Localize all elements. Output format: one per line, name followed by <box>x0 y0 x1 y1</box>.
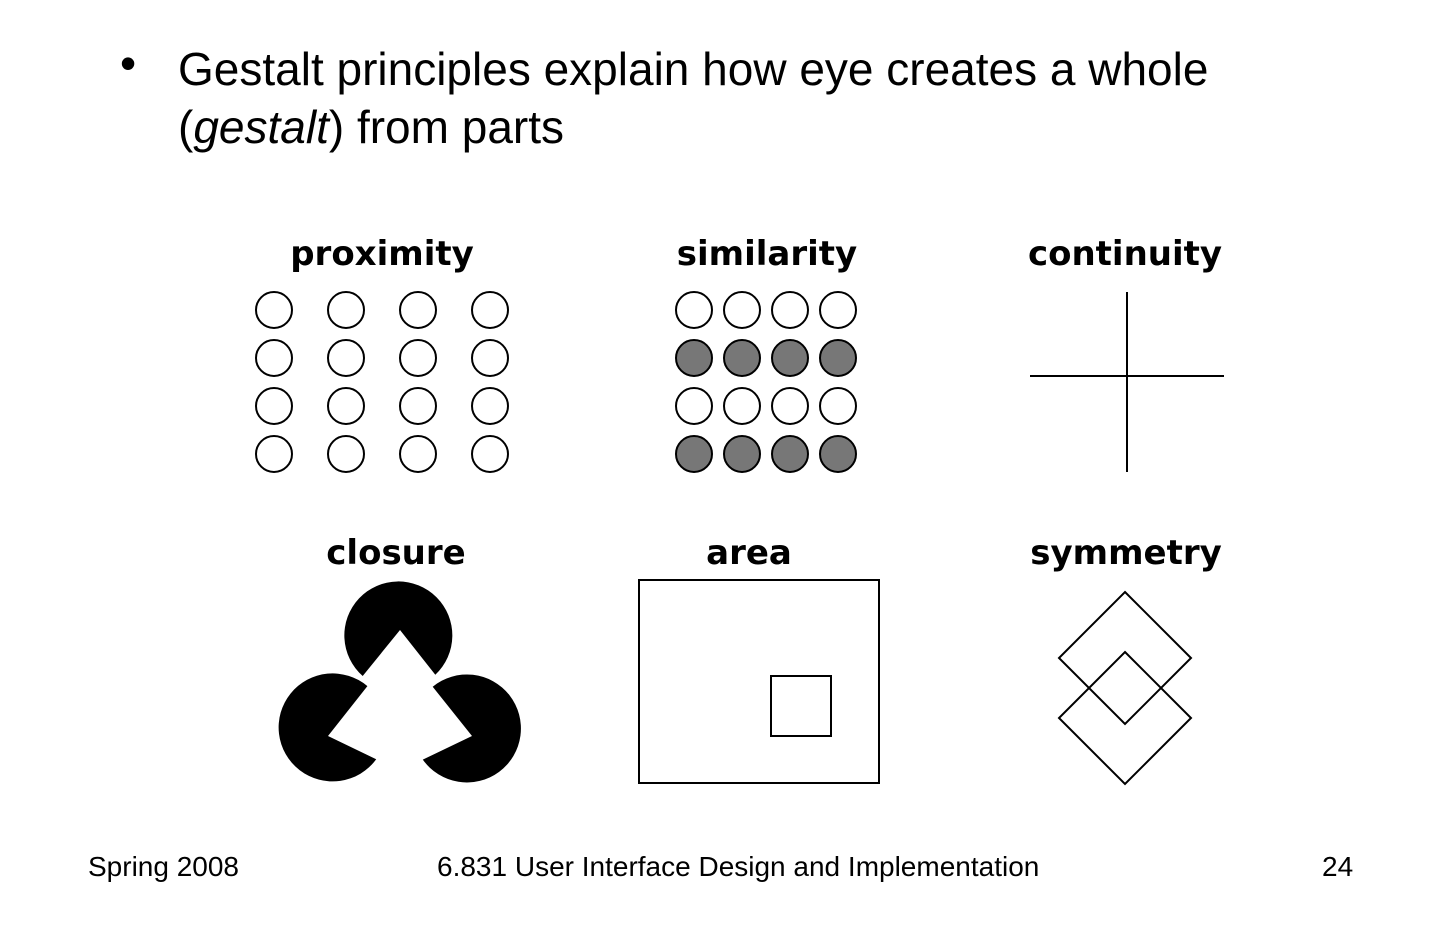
bullet-text-end: ) from parts <box>328 101 565 153</box>
bullet-text-start: Gestalt principles explain how eye creat… <box>178 43 1209 153</box>
closure-pacman-right <box>422 674 521 783</box>
area-figure <box>638 579 880 784</box>
closure-figure <box>278 581 521 783</box>
similarity-circle-4-1 <box>675 435 713 473</box>
similarity-circle-3-4 <box>819 387 857 425</box>
similarity-circle-3-2 <box>723 387 761 425</box>
proximity-circle-4-3 <box>399 435 437 473</box>
closure-label: closure <box>326 533 466 573</box>
continuity-figure <box>1030 292 1224 472</box>
similarity-circle-2-4 <box>819 339 857 377</box>
symmetry-diamond-bottom <box>1057 650 1193 786</box>
similarity-circle-4-3 <box>771 435 809 473</box>
similarity-circle-2-3 <box>771 339 809 377</box>
proximity-circle-2-2 <box>327 339 365 377</box>
similarity-circle-4-2 <box>723 435 761 473</box>
similarity-label: similarity <box>676 234 858 274</box>
proximity-circle-4-1 <box>255 435 293 473</box>
area-inner-square <box>770 675 832 737</box>
proximity-circle-1-4 <box>471 291 509 329</box>
proximity-circle-1-1 <box>255 291 293 329</box>
similarity-circle-1-1 <box>675 291 713 329</box>
area-label: area <box>706 533 792 573</box>
bullet-marker: • <box>120 37 137 89</box>
proximity-circle-2-4 <box>471 339 509 377</box>
proximity-circle-1-3 <box>399 291 437 329</box>
symmetry-diamond-top <box>1057 590 1193 726</box>
proximity-circle-1-2 <box>327 291 365 329</box>
proximity-circle-3-2 <box>327 387 365 425</box>
proximity-circle-2-1 <box>255 339 293 377</box>
proximity-circle-2-3 <box>399 339 437 377</box>
similarity-circle-1-4 <box>819 291 857 329</box>
closure-pacman-top <box>344 581 453 676</box>
proximity-grid <box>255 291 509 473</box>
proximity-label: proximity <box>290 234 474 274</box>
bullet-point: Gestalt principles explain how eye creat… <box>178 40 1328 156</box>
continuity-label: continuity <box>1027 234 1223 274</box>
similarity-circle-2-1 <box>675 339 713 377</box>
proximity-circle-4-2 <box>327 435 365 473</box>
symmetry-figure <box>1057 590 1193 786</box>
similarity-circle-1-2 <box>723 291 761 329</box>
proximity-circle-3-4 <box>471 387 509 425</box>
similarity-circle-4-4 <box>819 435 857 473</box>
proximity-circle-3-1 <box>255 387 293 425</box>
proximity-circle-3-3 <box>399 387 437 425</box>
footer-course-title: 6.831 User Interface Design and Implemen… <box>437 851 1040 882</box>
similarity-circle-2-2 <box>723 339 761 377</box>
similarity-circle-3-1 <box>675 387 713 425</box>
bullet-text-italic: gestalt <box>193 101 329 153</box>
footer-page-number: 24 <box>1322 851 1354 882</box>
symmetry-label: symmetry <box>1030 533 1222 573</box>
similarity-grid <box>675 291 857 473</box>
area-outer-square <box>638 579 880 784</box>
footer-date: Spring 2008 <box>88 851 240 882</box>
similarity-circle-3-3 <box>771 387 809 425</box>
similarity-circle-1-3 <box>771 291 809 329</box>
closure-pacman-left <box>278 673 377 782</box>
proximity-circle-4-4 <box>471 435 509 473</box>
